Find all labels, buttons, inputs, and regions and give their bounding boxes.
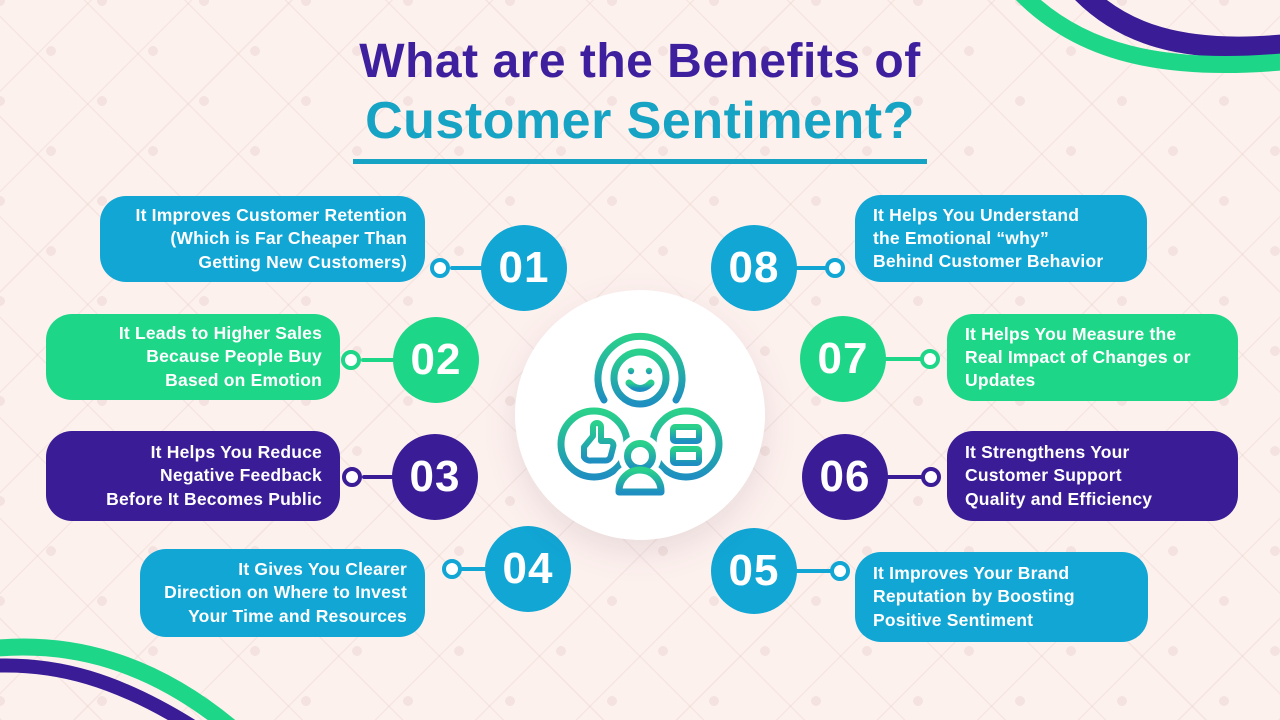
- step-number-circle: 03: [392, 434, 478, 520]
- connector-dot: [430, 258, 450, 278]
- step-number-circle: 04: [485, 526, 571, 612]
- title-line-2: Customer Sentiment?: [353, 91, 927, 164]
- connector-dot: [830, 561, 850, 581]
- connector-line: [884, 357, 922, 361]
- step-number-circle: 02: [393, 317, 479, 403]
- center-circle: [515, 290, 765, 540]
- connector-dot: [825, 258, 845, 278]
- connector-line: [450, 266, 483, 270]
- step-number-circle: 05: [711, 528, 797, 614]
- connector-line: [886, 475, 923, 479]
- page-title: What are the Benefits of Customer Sentim…: [0, 34, 1280, 164]
- connector-dot: [921, 467, 941, 487]
- benefit-text-box: It Helps You Measure the Real Impact of …: [947, 314, 1238, 401]
- connector-line: [795, 266, 827, 270]
- connector-line: [361, 358, 395, 362]
- connector-dot: [442, 559, 462, 579]
- thumbs-up-icon: [581, 420, 617, 470]
- connector-dot: [342, 467, 362, 487]
- step-number-circle: 01: [481, 225, 567, 311]
- benefit-text-box: It Helps You Reduce Negative Feedback Be…: [46, 431, 340, 521]
- connector-dot: [920, 349, 940, 369]
- sliders-icon: [670, 418, 702, 470]
- step-number-circle: 06: [802, 434, 888, 520]
- benefit-text-box: It Improves Your Brand Reputation by Boo…: [855, 552, 1148, 642]
- benefit-text-box: It Leads to Higher Sales Because People …: [46, 314, 340, 400]
- connector-dot: [341, 350, 361, 370]
- step-number-circle: 08: [711, 225, 797, 311]
- connector-line: [795, 569, 832, 573]
- benefit-text-box: It Strengthens Your Customer Support Qua…: [947, 431, 1238, 521]
- benefit-text-box: It Helps You Understand the Emotional “w…: [855, 195, 1147, 282]
- benefit-text-box: It Improves Customer Retention (Which is…: [100, 196, 425, 282]
- customer-sentiment-icon: [557, 327, 723, 501]
- benefit-text-box: It Gives You Clearer Direction on Where …: [140, 549, 425, 637]
- title-line-1: What are the Benefits of: [359, 35, 921, 88]
- smiley-outer-arc: [594, 332, 686, 404]
- corner-decoration-bottom-left: [0, 638, 236, 720]
- connector-line: [362, 475, 394, 479]
- smiley-face-icon: [610, 348, 670, 408]
- connector-line: [460, 567, 487, 571]
- step-number-circle: 07: [800, 316, 886, 402]
